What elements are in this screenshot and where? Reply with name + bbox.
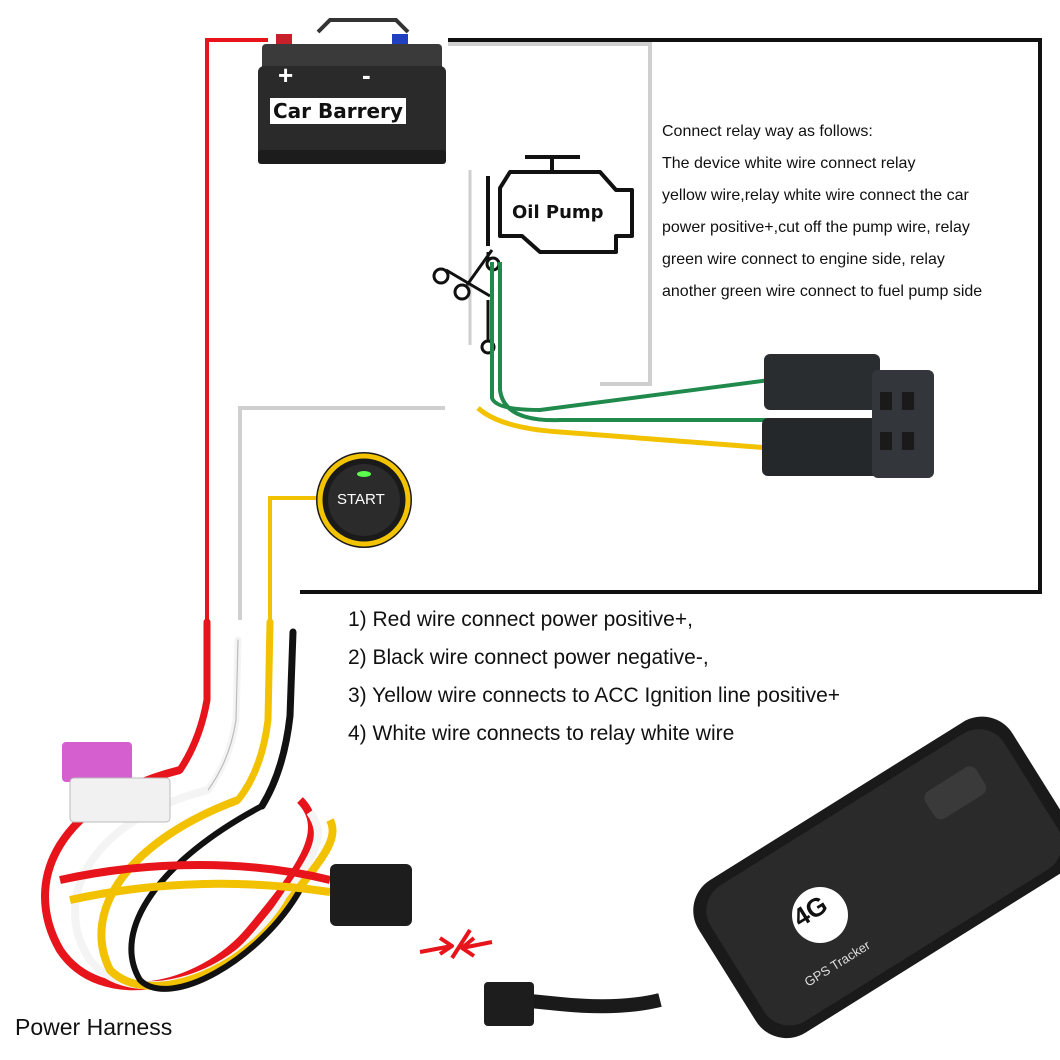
wire-step: 2) Black wire connect power negative-, — [348, 646, 709, 669]
scissors-icon — [432, 249, 494, 301]
oil-pump-label: Oil Pump — [512, 202, 604, 223]
relay-instruction-line: Connect relay way as follows: — [662, 123, 873, 140]
fuse-holder-icon — [62, 742, 171, 823]
wire-lines — [205, 38, 1042, 620]
power-harness-icon — [41, 766, 337, 992]
oil-pump-engine-icon — [486, 155, 634, 254]
start-button-label: START — [337, 491, 385, 508]
wire-step: 1) Red wire connect power positive+, — [348, 608, 693, 631]
black-wire — [300, 38, 1042, 594]
power-harness-label: Power Harness — [15, 1014, 173, 1040]
relay-instruction-line: yellow wire,relay white wire connect the… — [662, 187, 969, 204]
battery-minus-sign: - — [362, 60, 371, 90]
battery-plus-sign: + — [278, 60, 294, 90]
yellow-wire — [268, 496, 325, 620]
start-button-icon — [316, 452, 412, 548]
relay-instruction-line: green wire connect to engine side, relay — [662, 251, 945, 268]
battery-label: Car Barrery — [270, 98, 406, 124]
green-wires — [490, 262, 771, 423]
harness-connector-icon — [330, 864, 412, 926]
relay-instruction-line: The device white wire connect relay — [662, 155, 916, 172]
white-wire-relay — [238, 406, 445, 620]
relay-icon — [762, 354, 934, 478]
white-wire-battery — [448, 42, 652, 386]
red-wire — [205, 38, 268, 620]
gps-tracker-icon — [484, 716, 1060, 1039]
wire-step: 4) White wire connects to relay white wi… — [348, 722, 735, 745]
yellow-relay-wire — [476, 406, 771, 451]
wire-step: 3) Yellow wire connects to ACC Ignition … — [348, 684, 841, 707]
relay-instruction-line: another green wire connect to fuel pump … — [662, 283, 983, 300]
car-battery-icon — [258, 18, 446, 164]
connector-arrow-icon — [419, 928, 493, 960]
relay-instruction-line: power positive+,cut off the pump wire, r… — [662, 219, 970, 236]
harness-wire-ends — [176, 618, 297, 810]
